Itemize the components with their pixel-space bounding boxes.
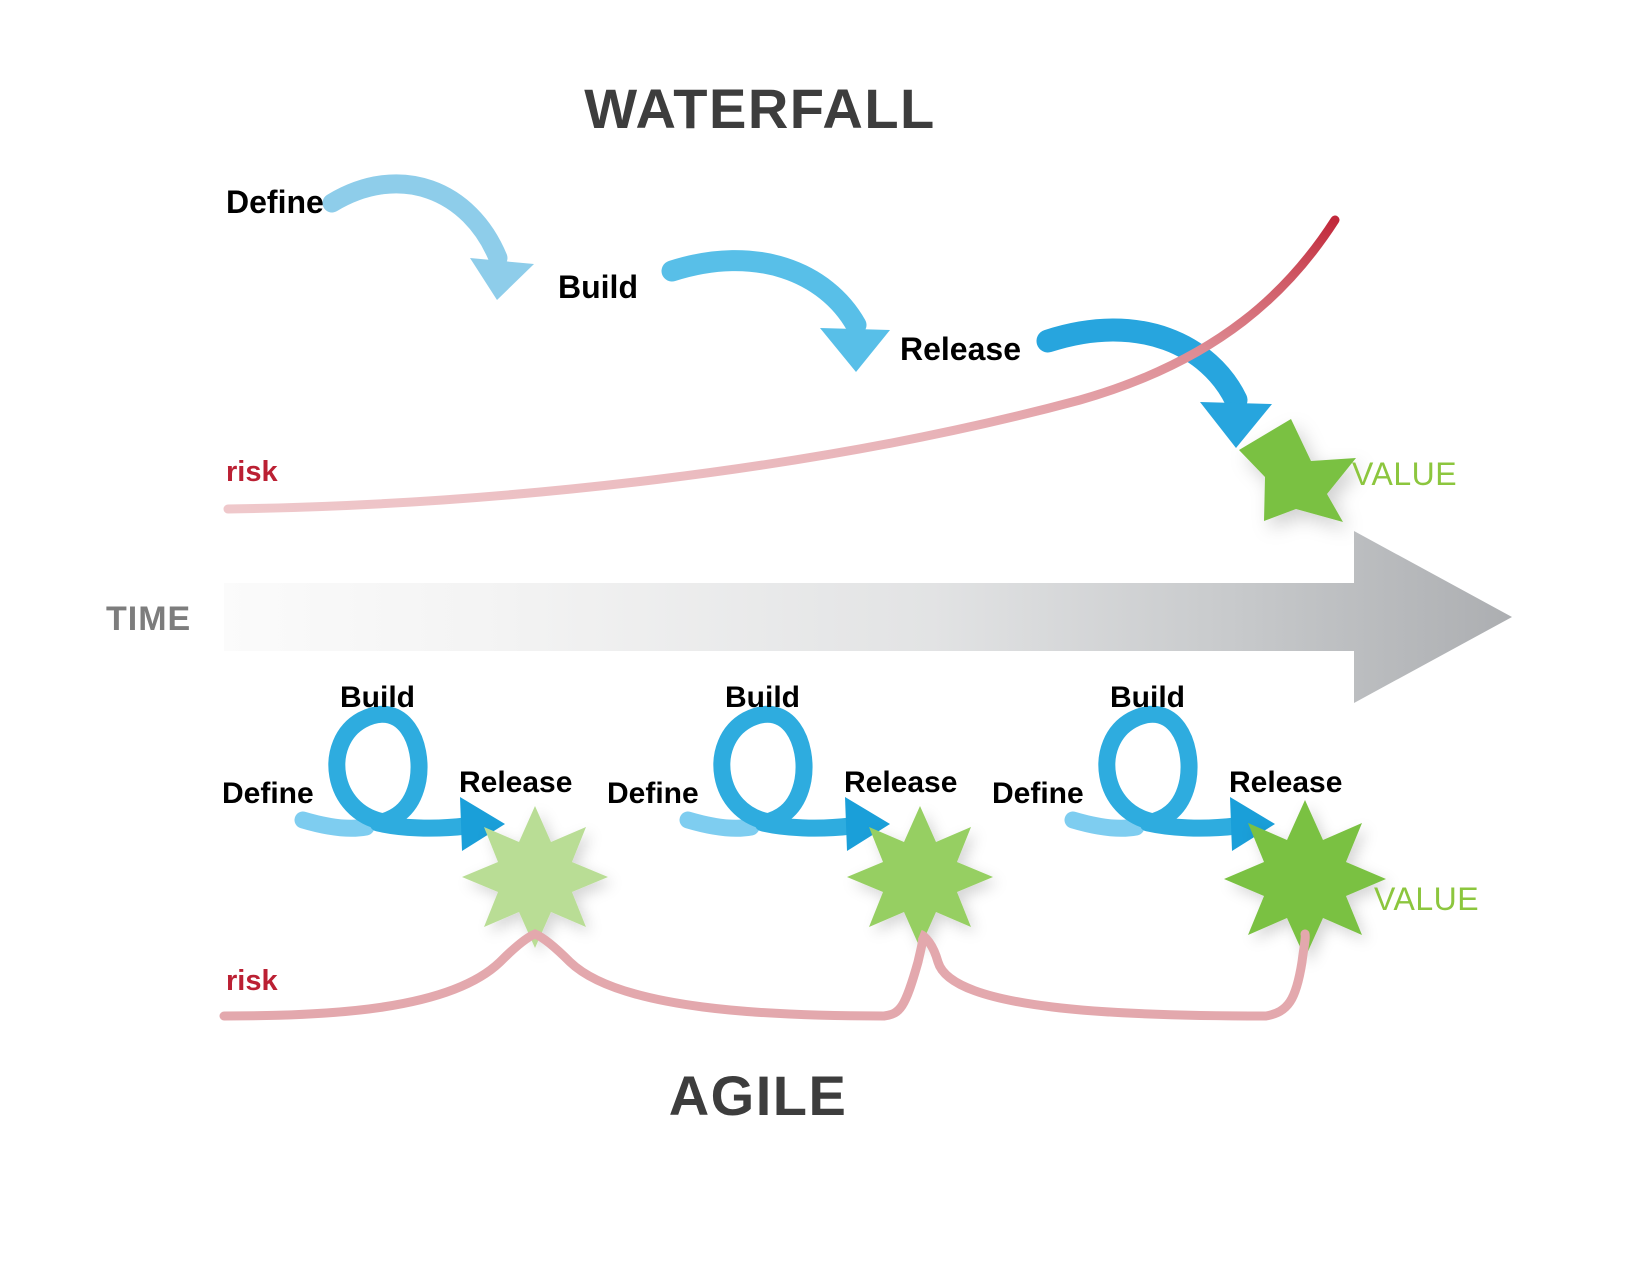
agile-cycle-3: Build Define Release <box>992 681 1386 958</box>
waterfall-arrow-define-to-build <box>322 174 534 300</box>
waterfall-value-star <box>1239 419 1356 522</box>
agile-cycle-1: Build Define Release <box>222 681 608 948</box>
agile-title: AGILE <box>669 1064 848 1127</box>
waterfall-label-build: Build <box>558 269 638 305</box>
agile-cycle-1-label-define: Define <box>222 777 314 810</box>
waterfall-risk-label: risk <box>226 456 278 488</box>
agile-cycle-3-label-define: Define <box>992 777 1084 810</box>
waterfall-label-release: Release <box>900 331 1021 367</box>
agile-cycle-3-label-release: Release <box>1229 766 1342 799</box>
waterfall-title: WATERFALL <box>584 77 936 140</box>
agile-cycle-2: Build Define Release <box>607 681 993 948</box>
agile-cycle-3-label-build: Build <box>1110 681 1185 714</box>
agile-cycle-2-label-build: Build <box>725 681 800 714</box>
time-axis-arrow <box>224 531 1512 703</box>
agile-cycle-2-label-release: Release <box>844 766 957 799</box>
waterfall-value-label: VALUE <box>1352 456 1457 492</box>
waterfall-arrow-release-to-value <box>1036 318 1272 448</box>
waterfall-risk-curve <box>223 215 1340 514</box>
agile-risk-curve <box>219 929 1310 1021</box>
time-axis-label: TIME <box>106 600 191 638</box>
agile-cycle-1-label-build: Build <box>340 681 415 714</box>
waterfall-label-define: Define <box>226 184 324 220</box>
agile-cycle-1-label-release: Release <box>459 766 572 799</box>
agile-value-label: VALUE <box>1374 881 1479 917</box>
agile-risk-label: risk <box>226 965 278 997</box>
agile-cycle-2-label-define: Define <box>607 777 699 810</box>
waterfall-arrow-build-to-release <box>661 250 890 372</box>
